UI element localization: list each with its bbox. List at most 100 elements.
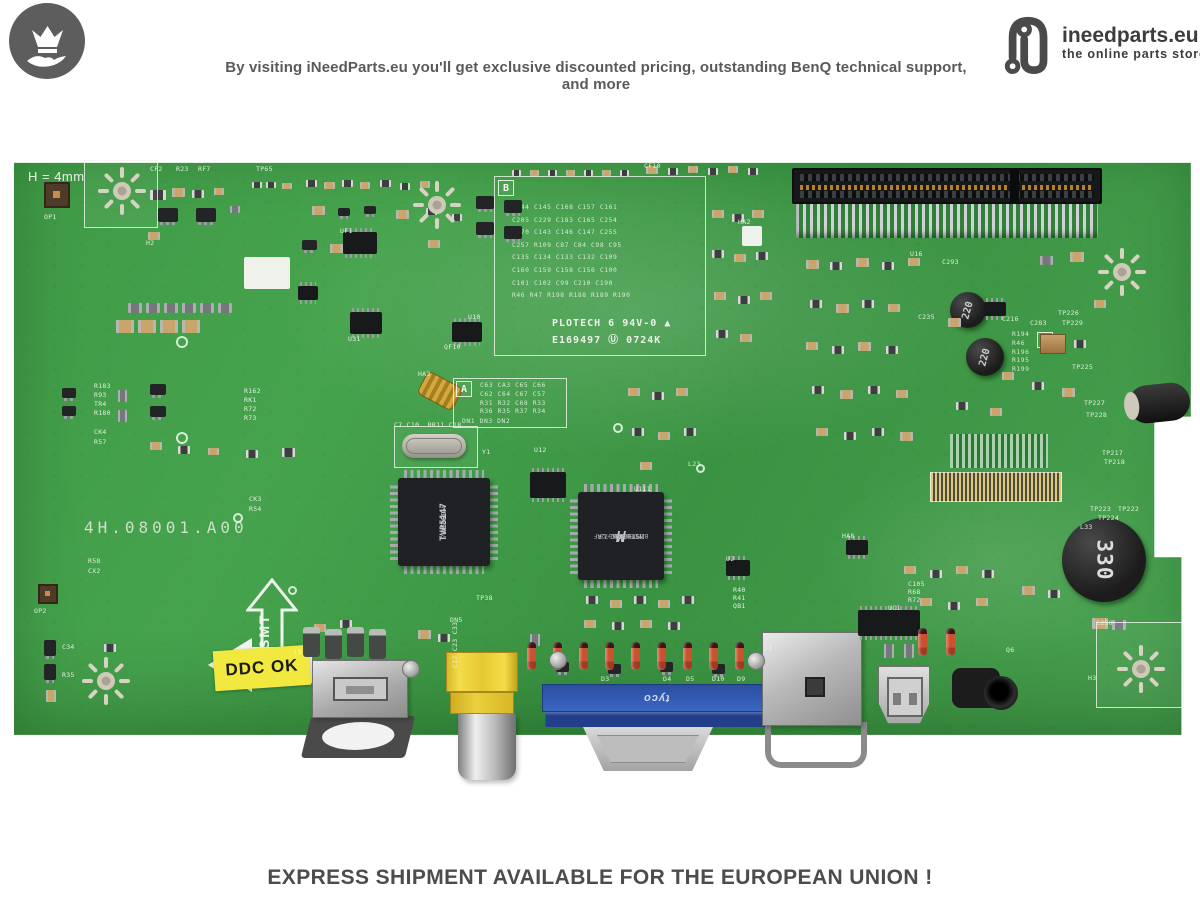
smd-component bbox=[984, 298, 1006, 320]
silkscreen-label: OP1 bbox=[44, 213, 57, 221]
diode bbox=[527, 642, 536, 670]
silkscreen-label: CX2 bbox=[88, 567, 101, 575]
brand-name: ineedparts.eu bbox=[1062, 24, 1199, 47]
smd-component bbox=[298, 282, 318, 304]
smd-component bbox=[896, 390, 908, 398]
zone-b-labels: C144 C145 C168 C157 C161 C205 C229 C183 … bbox=[512, 204, 631, 300]
connector-solder-pins bbox=[796, 204, 1098, 238]
smd-component bbox=[44, 664, 56, 683]
smd-component bbox=[452, 318, 482, 346]
smd-component bbox=[806, 342, 818, 350]
smd-component bbox=[620, 170, 629, 176]
smd-component bbox=[840, 390, 853, 399]
smd-component bbox=[602, 170, 611, 176]
silkscreen-label: C216 bbox=[1002, 315, 1019, 323]
smd-component bbox=[512, 170, 521, 176]
smd-component bbox=[904, 566, 916, 574]
smd-component bbox=[118, 390, 127, 402]
smd-component bbox=[884, 644, 894, 658]
diode bbox=[631, 642, 640, 670]
silkscreen-label: TP226 bbox=[1058, 309, 1080, 317]
smd-component bbox=[712, 250, 724, 258]
silkscreen-label: J3 bbox=[293, 648, 302, 656]
smd-component bbox=[150, 442, 162, 450]
smd-component bbox=[200, 303, 214, 313]
smd-component bbox=[948, 318, 961, 327]
brand-subtitle: the online parts store bbox=[1062, 47, 1200, 62]
footer-banner: EXPRESS SHIPMENT AVAILABLE FOR THE EUROP… bbox=[267, 866, 933, 889]
silkscreen-label: OP2 bbox=[34, 607, 47, 615]
silkscreen-label: CF2 bbox=[150, 165, 163, 173]
silkscreen-label: R183 bbox=[94, 382, 111, 390]
usb-b-bracket bbox=[300, 716, 416, 758]
smd-component bbox=[920, 598, 932, 606]
silkscreen-label: RF7 bbox=[198, 165, 211, 173]
smd-component bbox=[846, 536, 868, 559]
silkscreen-label: CK3 bbox=[249, 495, 262, 503]
silkscreen-label: R23 bbox=[176, 165, 189, 173]
diode bbox=[579, 642, 588, 670]
via-ring bbox=[287, 585, 297, 595]
smd-component bbox=[726, 556, 750, 580]
rca-barrel bbox=[458, 714, 516, 780]
mounting-hole bbox=[1095, 245, 1149, 299]
smd-component bbox=[586, 596, 598, 604]
smd-component bbox=[178, 446, 190, 454]
silkscreen-label: U31 bbox=[348, 335, 361, 343]
smd-component bbox=[146, 303, 160, 313]
smd-component bbox=[752, 210, 764, 218]
smd-component bbox=[230, 206, 240, 213]
smd-component bbox=[728, 166, 738, 173]
smd-component bbox=[330, 244, 343, 253]
smd-component bbox=[150, 406, 166, 420]
smd-component bbox=[38, 584, 58, 604]
smd-component bbox=[714, 292, 726, 300]
silkscreen-label: C235 bbox=[918, 313, 935, 321]
smd-component bbox=[612, 622, 624, 630]
via-ring bbox=[613, 423, 623, 433]
smd-component bbox=[976, 598, 988, 606]
crystal-oscillator bbox=[402, 434, 466, 458]
smd-component bbox=[530, 634, 540, 646]
smd-component bbox=[182, 303, 196, 313]
smd-component bbox=[908, 258, 920, 266]
ic-pins bbox=[570, 498, 578, 574]
smd-component bbox=[652, 392, 664, 400]
smd-component bbox=[1094, 300, 1106, 308]
silkscreen-label: TP217 bbox=[1102, 449, 1124, 457]
diode bbox=[946, 628, 955, 656]
header-tagline: By visiting iNeedParts.eu you'll get exc… bbox=[225, 59, 967, 93]
ic-lot-code: 78M5P61G4 bbox=[440, 505, 448, 539]
smd-component bbox=[369, 629, 386, 659]
smd-component bbox=[418, 630, 431, 639]
smd-component bbox=[676, 388, 688, 396]
mounting-hole bbox=[95, 164, 149, 218]
smd-component bbox=[252, 182, 262, 188]
smd-component bbox=[420, 181, 430, 188]
smd-component bbox=[347, 627, 364, 657]
screw bbox=[549, 651, 567, 669]
smd-component bbox=[244, 257, 290, 289]
smd-component bbox=[858, 606, 920, 640]
smd-component bbox=[324, 182, 335, 189]
smd-component bbox=[266, 182, 276, 188]
mini-usb-notch bbox=[893, 693, 901, 705]
smd-component bbox=[1112, 620, 1126, 630]
board-height-note: H = 4mm bbox=[28, 169, 85, 184]
via-ring bbox=[233, 513, 243, 523]
smd-component bbox=[900, 432, 913, 441]
silkscreen-label: U12 bbox=[534, 446, 547, 454]
smd-component bbox=[748, 168, 758, 175]
silkscreen-label: H3 bbox=[1088, 674, 1097, 682]
smd-component bbox=[208, 448, 219, 455]
smd-component bbox=[956, 566, 968, 574]
silkscreen-label: DN5 bbox=[450, 616, 463, 624]
smd-component bbox=[1040, 334, 1066, 354]
smd-component bbox=[712, 210, 724, 218]
smd-component bbox=[476, 222, 494, 238]
smd-component bbox=[668, 622, 680, 630]
silkscreen-label: L33 bbox=[1080, 523, 1093, 531]
silkscreen-label: C105 bbox=[908, 580, 925, 588]
smd-component bbox=[832, 346, 844, 354]
